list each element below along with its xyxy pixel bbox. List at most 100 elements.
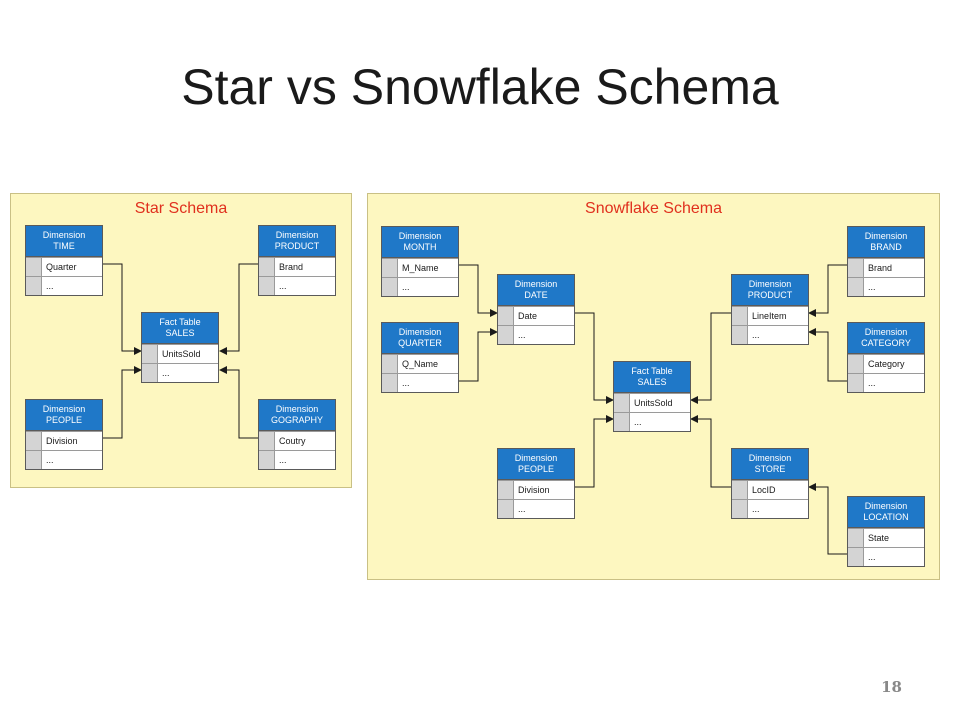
key-cell: [498, 481, 514, 499]
key-cell: [26, 432, 42, 450]
table-row: M_Name: [382, 258, 458, 277]
header-name: PRODUCT: [747, 290, 793, 300]
table-header: Fact Table SALES: [614, 362, 690, 393]
table-star-time: Dimension TIME Quarter ...: [25, 225, 103, 296]
header-line: Fact Table: [631, 366, 673, 376]
key-cell: [259, 258, 275, 276]
row-value: ...: [518, 330, 526, 340]
snowflake-schema-title: Snowflake Schema: [585, 200, 722, 217]
header-line: Fact Table: [159, 317, 201, 327]
key-cell: [26, 258, 42, 276]
table-header: Dimension QUARTER: [382, 323, 458, 354]
connector-date-fact: [575, 312, 614, 404]
table-snow-category: Dimension CATEGORY Category ...: [847, 322, 925, 393]
table-snow-location: Dimension LOCATION State ...: [847, 496, 925, 567]
table-row: ...: [382, 277, 458, 296]
key-cell: [848, 355, 864, 373]
table-row: ...: [382, 373, 458, 392]
key-cell: [26, 277, 42, 295]
row-value: ...: [402, 378, 410, 388]
header-name: TIME: [53, 241, 75, 251]
row-value: ...: [868, 552, 876, 562]
row-value: Quarter: [46, 262, 77, 272]
row-value: LocID: [752, 485, 776, 495]
row-value: ...: [46, 455, 54, 465]
row-value: UnitsSold: [634, 398, 673, 408]
key-cell: [614, 394, 630, 412]
key-cell: [142, 345, 158, 363]
header-line: Dimension: [398, 231, 442, 241]
table-header: Dimension PRODUCT: [259, 226, 335, 257]
table-row: Date: [498, 306, 574, 325]
row-value: ...: [634, 417, 642, 427]
row-value: Brand: [868, 263, 893, 273]
table-header: Dimension LOCATION: [848, 497, 924, 528]
row-value: Brand: [279, 262, 304, 272]
header-line: Dimension: [748, 453, 792, 463]
table-row: ...: [498, 325, 574, 344]
header-name: PEOPLE: [517, 464, 555, 474]
header-name: QUARTER: [398, 338, 442, 348]
table-row: ...: [848, 277, 924, 296]
connector-store-fact: [690, 415, 731, 488]
connector-product-fact: [219, 263, 258, 355]
row-value: M_Name: [402, 263, 439, 273]
key-cell: [382, 278, 398, 296]
header-line: Dimension: [748, 279, 792, 289]
key-cell: [382, 355, 398, 373]
table-row: Q_Name: [382, 354, 458, 373]
header-name: CATEGORY: [861, 338, 911, 348]
row-value: UnitsSold: [162, 349, 201, 359]
row-value: Date: [518, 311, 538, 321]
header-name: SALES: [165, 328, 195, 338]
header-line: Dimension: [864, 327, 908, 337]
header-line: Dimension: [42, 230, 86, 240]
key-cell: [259, 432, 275, 450]
table-header: Dimension MONTH: [382, 227, 458, 258]
connector-people-fact-snow: [575, 415, 614, 488]
key-cell: [848, 374, 864, 392]
connector-time-fact: [103, 263, 142, 355]
row-value: State: [868, 533, 890, 543]
header-name: PRODUCT: [274, 241, 320, 251]
table-header: Dimension PEOPLE: [498, 449, 574, 480]
header-line: Dimension: [864, 501, 908, 511]
star-schema-title: Star Schema: [134, 200, 228, 217]
key-cell: [848, 259, 864, 277]
table-snow-month: Dimension MONTH M_Name ...: [381, 226, 459, 297]
header-line: Dimension: [514, 279, 558, 289]
table-row: LineItem: [732, 306, 808, 325]
connector-location-store: [808, 483, 847, 555]
header-name: MONTH: [403, 242, 437, 252]
key-cell: [382, 374, 398, 392]
header-line: Dimension: [42, 404, 86, 414]
header-line: Dimension: [398, 327, 442, 337]
header-name: LOCATION: [863, 512, 909, 522]
table-snow-date: Dimension DATE Date ...: [497, 274, 575, 345]
table-header: Dimension DATE: [498, 275, 574, 306]
table-row: Quarter: [26, 257, 102, 276]
connector-geography-fact: [219, 366, 258, 439]
table-row: Brand: [259, 257, 335, 276]
table-snow-store: Dimension STORE LocID ...: [731, 448, 809, 519]
table-row: ...: [26, 450, 102, 469]
key-cell: [382, 259, 398, 277]
row-value: ...: [752, 504, 760, 514]
key-cell: [498, 307, 514, 325]
table-header: Dimension CATEGORY: [848, 323, 924, 354]
header-line: Dimension: [275, 404, 319, 414]
table-row: Category: [848, 354, 924, 373]
table-row: ...: [142, 363, 218, 382]
table-row: ...: [848, 547, 924, 566]
row-value: Division: [46, 436, 78, 446]
header-line: Dimension: [275, 230, 319, 240]
table-star-geography: Dimension GOGRAPHY Coutry ...: [258, 399, 336, 470]
header-line: Dimension: [864, 231, 908, 241]
row-value: ...: [162, 368, 170, 378]
row-value: ...: [402, 282, 410, 292]
table-row: Division: [26, 431, 102, 450]
key-cell: [142, 364, 158, 382]
row-value: ...: [46, 281, 54, 291]
key-cell: [848, 278, 864, 296]
